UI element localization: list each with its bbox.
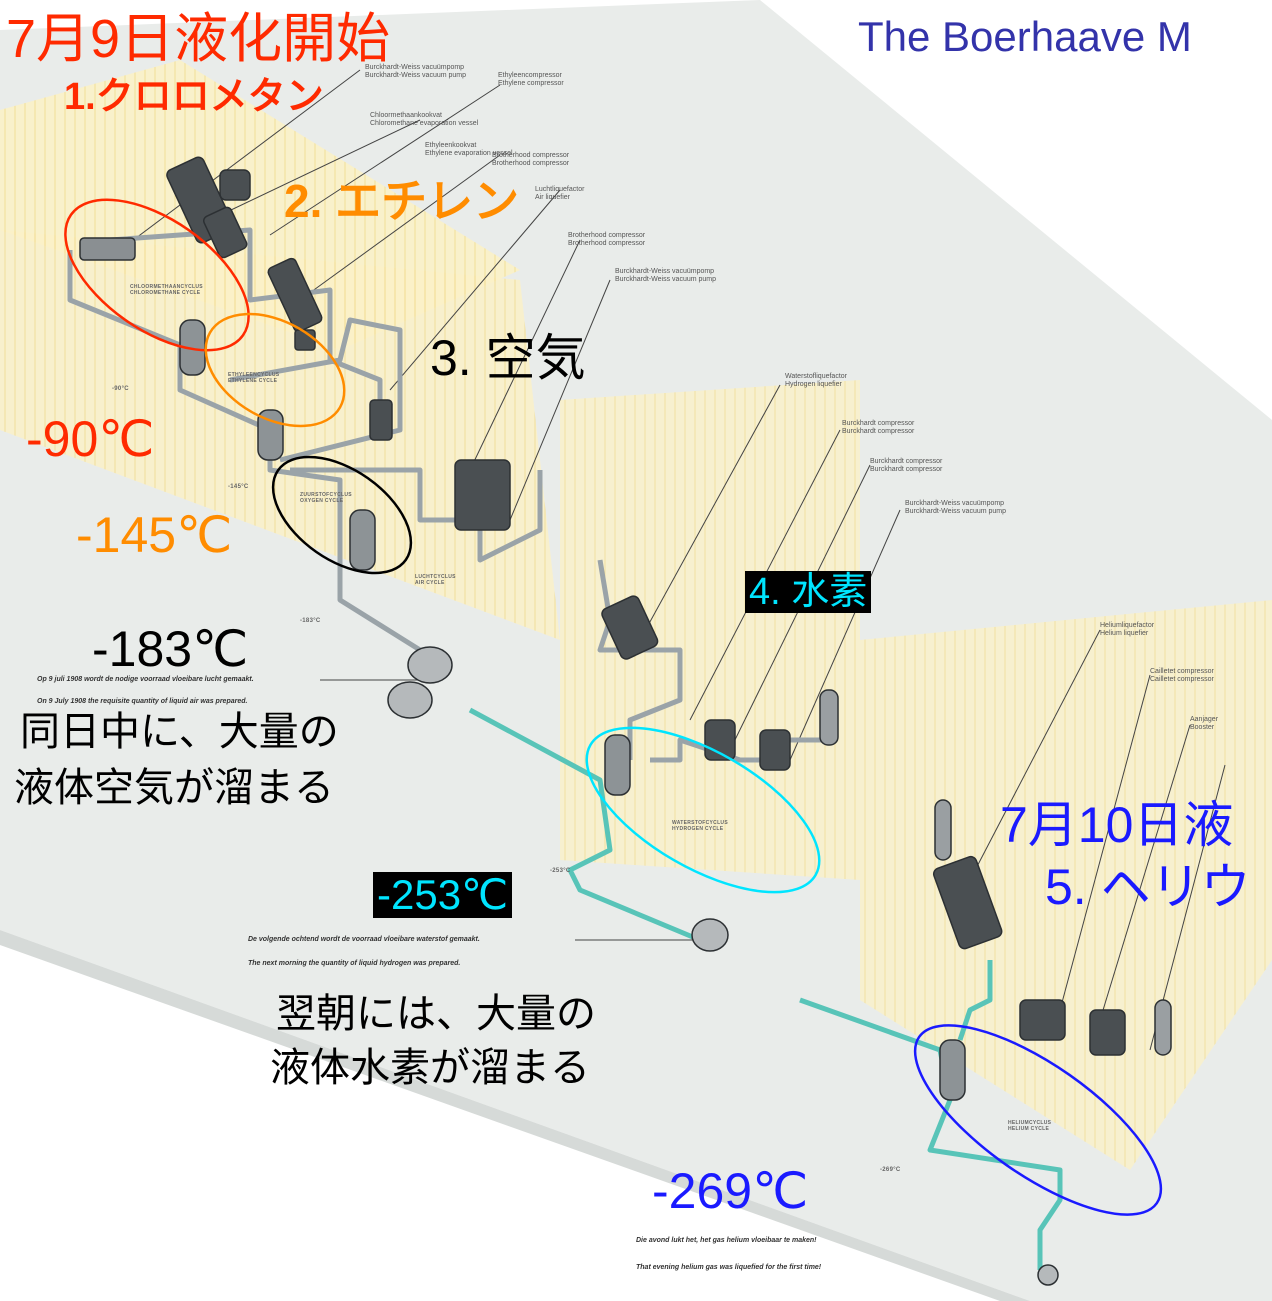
poster-shadow-edge <box>0 930 1030 1301</box>
hydrogen-note-line2: 液体水素が溜まる <box>270 1046 590 1090</box>
temp-chloromethane: -90℃ <box>26 411 155 467</box>
note-helium-nl: Die avond lukt het, het gas helium vloei… <box>636 1237 817 1244</box>
ellipse-chloromethane-cycle <box>64 198 250 352</box>
ellipse-helium-cycle <box>913 1024 1163 1216</box>
poster-temp: -145°C <box>228 484 249 490</box>
poster-temp: -253°C <box>550 868 571 874</box>
temp-hydrogen: -253℃ <box>373 872 513 918</box>
air-note-line2: 液体空気が溜まる <box>14 766 334 810</box>
note-air-en: On 9 July 1908 the requisite quantity of… <box>37 698 248 705</box>
temp-air: -183℃ <box>92 621 249 677</box>
step-chloromethane: 1.クロロメタン <box>64 76 324 118</box>
step-air: 3. 空気 <box>430 330 586 386</box>
step-helium: 5. ヘリウ <box>1045 859 1251 915</box>
step-ethylene: 2. エチレン <box>284 175 520 227</box>
museum-title: The Boerhaave M <box>858 13 1192 60</box>
poster-temp: -90°C <box>112 386 129 392</box>
note-hydrogen-en: The next morning the quantity of liquid … <box>248 960 461 967</box>
poster-temp: -183°C <box>300 618 321 624</box>
start-date-title: 7月9日液化開始 <box>6 9 391 69</box>
air-note-line1: 同日中に、大量の <box>20 710 339 754</box>
poster-temp: -269°C <box>880 1167 901 1173</box>
note-air-nl: Op 9 juli 1908 wordt de nodige voorraad … <box>37 676 254 683</box>
equipment <box>79 156 1172 1286</box>
ellipse-hydrogen-cycle <box>585 726 821 894</box>
note-hydrogen-nl: De volgende ochtend wordt de voorraad vl… <box>248 936 480 943</box>
note-helium-en: That evening helium gas was liquefied fo… <box>636 1264 822 1271</box>
temp-ethylene: -145℃ <box>76 507 233 563</box>
temp-helium: -269℃ <box>652 1163 809 1219</box>
hydrogen-note-line1: 翌朝には、大量の <box>276 992 596 1036</box>
ellipse-air-cycle <box>271 455 413 575</box>
step-helium-date: 7月10日液 <box>1000 797 1234 853</box>
ellipse-ethylene-cycle <box>204 312 346 428</box>
step-hydrogen: 4. 水素 <box>745 571 872 613</box>
